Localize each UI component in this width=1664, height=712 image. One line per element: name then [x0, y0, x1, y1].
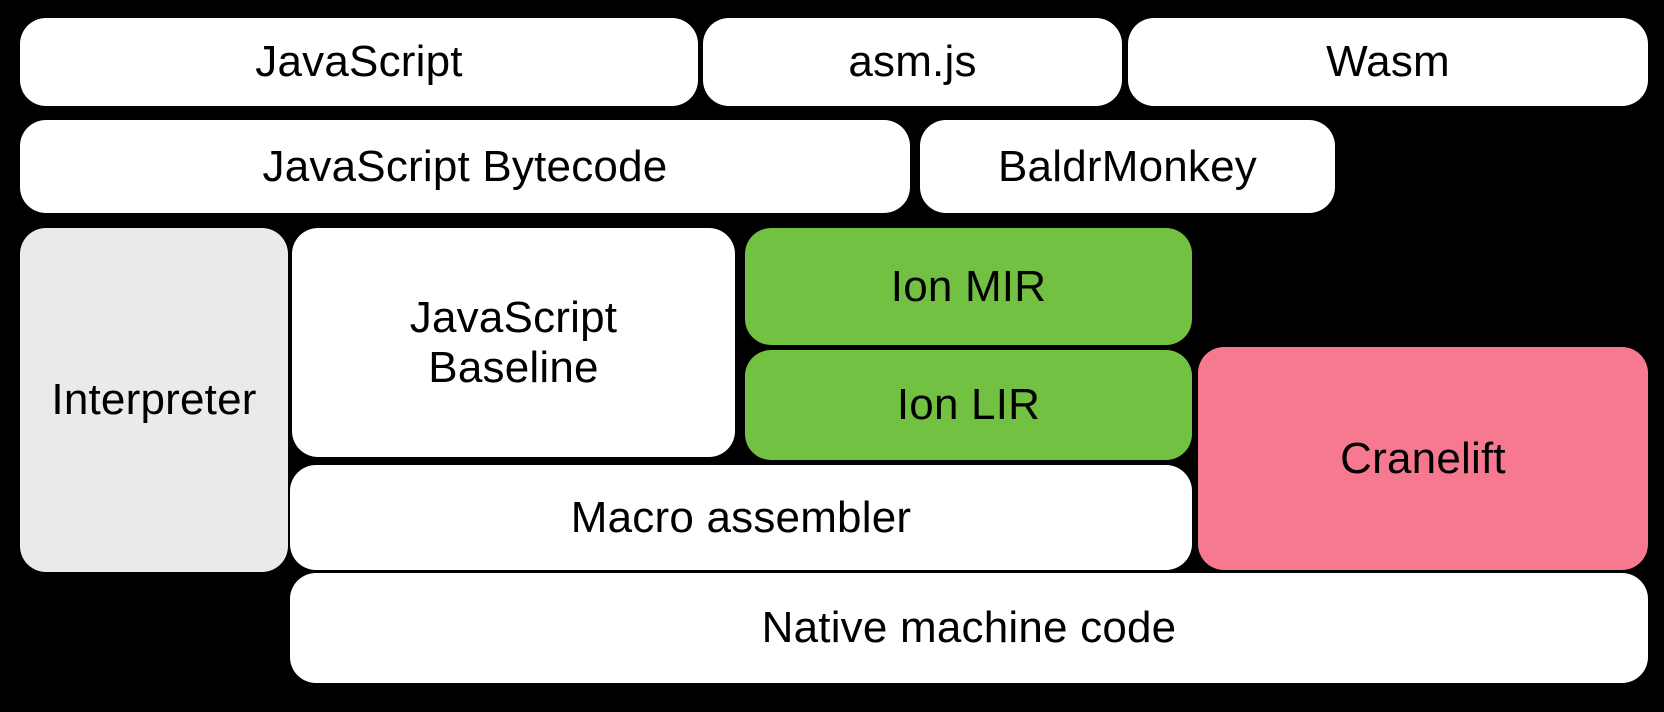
node-javascript: JavaScript: [20, 18, 698, 106]
node-javascript-baseline: JavaScript Baseline: [292, 228, 735, 457]
node-ion-lir: Ion LIR: [745, 350, 1192, 460]
node-interpreter: Interpreter: [20, 228, 288, 572]
node-javascript-bytecode: JavaScript Bytecode: [20, 120, 910, 213]
node-baldrmonkey: BaldrMonkey: [920, 120, 1335, 213]
node-wasm: Wasm: [1128, 18, 1648, 106]
node-cranelift: Cranelift: [1198, 347, 1648, 570]
node-macro-assembler: Macro assembler: [290, 465, 1192, 570]
node-native-machine-code: Native machine code: [290, 573, 1648, 683]
node-asm-js: asm.js: [703, 18, 1122, 106]
node-ion-mir: Ion MIR: [745, 228, 1192, 345]
